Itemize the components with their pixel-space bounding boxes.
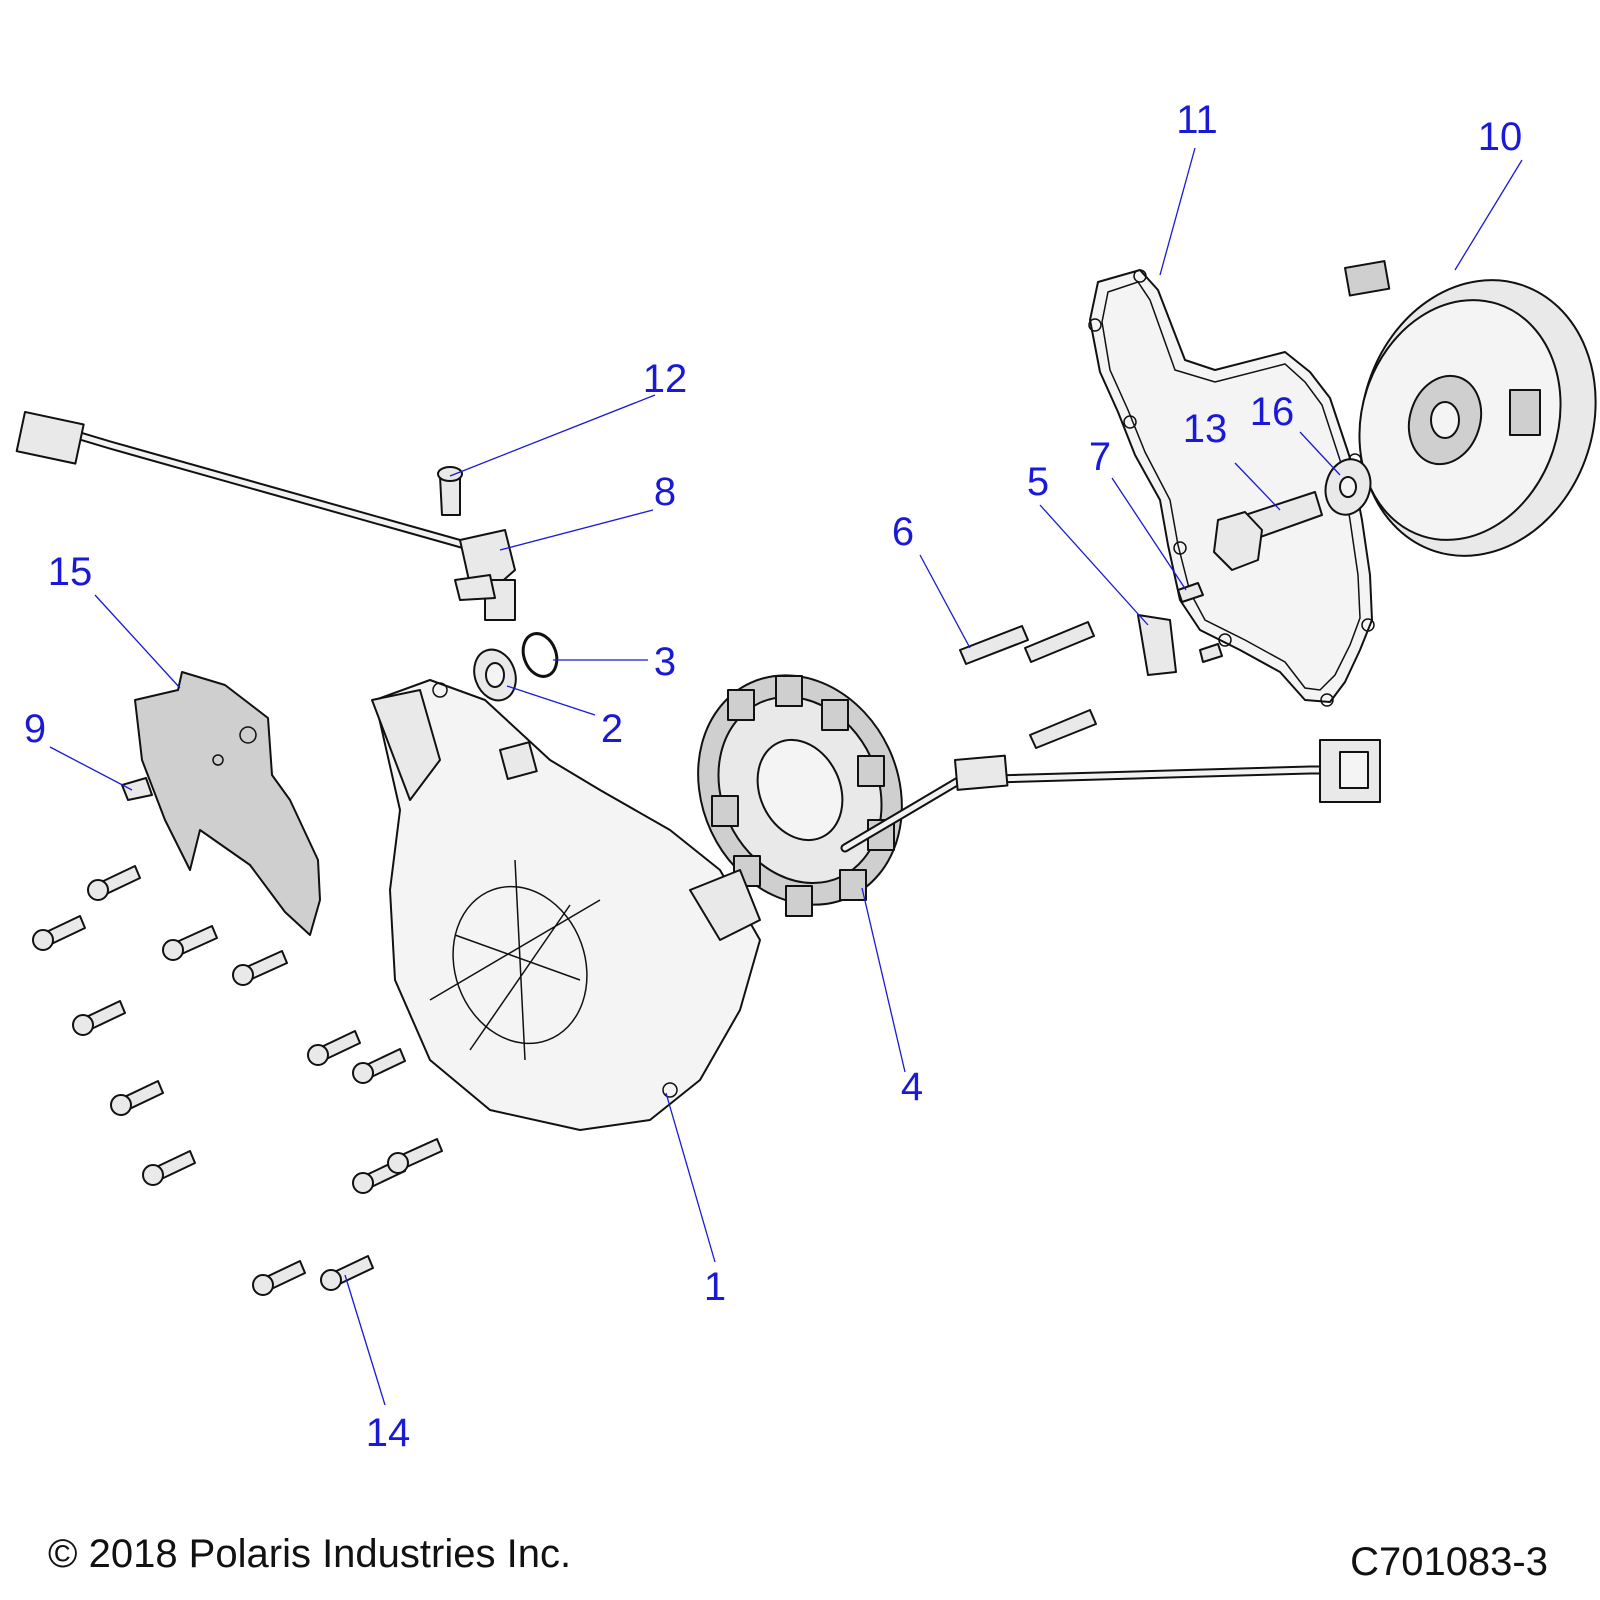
- part-clip: [121, 777, 153, 801]
- part-speed-sensor: [15, 411, 516, 621]
- part-sensor-screw: [437, 466, 463, 516]
- part-clamp-plate: [1137, 614, 1177, 676]
- callout-6: 6: [892, 510, 914, 554]
- part-mount-bracket: [134, 671, 321, 936]
- callout-12: 12: [643, 357, 688, 401]
- part-gasket: [1088, 269, 1375, 707]
- callout-16: 16: [1250, 390, 1295, 434]
- part-flywheel: [1343, 260, 1597, 557]
- callout-7: 7: [1089, 435, 1111, 479]
- callout-11: 11: [1176, 98, 1218, 142]
- copyright-notice: © 2018 Polaris Industries Inc.: [48, 1532, 572, 1576]
- part-bearing: [473, 648, 517, 702]
- part-stator-screws: [959, 621, 1097, 749]
- part-stator: [697, 674, 1381, 917]
- callout-9: 9: [24, 707, 46, 751]
- callout-14: 14: [366, 1411, 411, 1455]
- callout-10: 10: [1478, 115, 1523, 159]
- part-snap-ring: [521, 632, 559, 678]
- part-cover-bolts: [32, 865, 443, 1296]
- part-washer: [1324, 458, 1372, 516]
- part-flywheel-bolt: [1213, 491, 1323, 571]
- part-screw-7: [1177, 582, 1223, 663]
- callout-15: 15: [48, 550, 93, 594]
- callout-8: 8: [654, 470, 676, 514]
- callout-5: 5: [1027, 460, 1049, 504]
- drawing-number: C701083-3: [1350, 1540, 1548, 1584]
- callout-4: 4: [901, 1065, 923, 1109]
- callout-3: 3: [654, 640, 676, 684]
- callout-1: 1: [704, 1265, 726, 1309]
- part-stator-cover: [371, 679, 761, 1131]
- leader-lines: [49, 147, 1523, 1406]
- callout-13: 13: [1183, 407, 1228, 451]
- callout-labels: 1 2 3 4 5 6 7 8 9 10 11 12 13 14 15 16: [24, 98, 1522, 1455]
- callout-2: 2: [601, 707, 623, 751]
